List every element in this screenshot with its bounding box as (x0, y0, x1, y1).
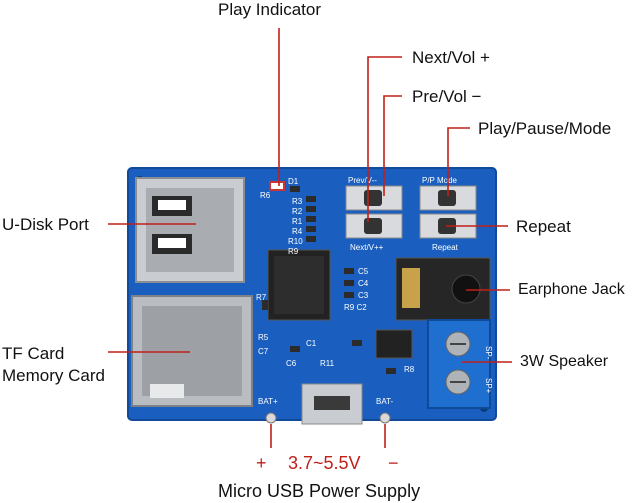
decoder-chip (267, 249, 331, 321)
play-led (269, 181, 285, 191)
micro-usb-port (301, 383, 363, 425)
label-play-indicator: Play Indicator (218, 0, 321, 19)
silk-next-vol: Next/V++ (350, 243, 384, 252)
silk-r9c2: R9 C2 (344, 303, 367, 312)
silk-r8: R8 (404, 365, 415, 374)
label-3w-speaker: 3W Speaker (520, 353, 609, 370)
silk-c1: C1 (306, 339, 317, 348)
bat-plus-pad (265, 412, 277, 424)
silk-pp-mode: P/P Mode (422, 176, 458, 185)
label-next-vol: Next/Vol + (412, 48, 490, 67)
button-prev (345, 185, 403, 211)
label-tf-card: TF Card (2, 344, 65, 363)
label-earphone-jack: Earphone Jack (518, 281, 625, 298)
silk-r10: R10 (288, 237, 303, 246)
silk-r1: R1 (292, 217, 303, 226)
label-plus: + (256, 453, 267, 473)
label-repeat: Repeat (516, 217, 571, 236)
label-u-disk-port: U-Disk Port (2, 215, 89, 234)
leader-pre-vol (383, 95, 402, 196)
silk-r7: R7 (256, 293, 267, 302)
silk-r9: R9 (288, 247, 299, 256)
leader-next-vol (367, 56, 402, 222)
usb-port (135, 177, 245, 283)
silk-r5: R5 (258, 333, 269, 342)
label-micro-usb: Micro USB Power Supply (218, 481, 421, 501)
silk-c7: C7 (258, 347, 269, 356)
button-next (345, 213, 403, 239)
silk-sp-minus: SP- (484, 346, 493, 360)
earphone-jack (395, 257, 491, 321)
silk-bat-minus: BAT- (376, 397, 394, 406)
silk-sp-plus: SP+ (484, 378, 493, 394)
silk-c6: C6 (286, 359, 297, 368)
smd-components (262, 186, 396, 374)
silk-r11: R11 (320, 359, 335, 368)
amplifier-chip (375, 329, 413, 359)
silk-repeat: Repeat (432, 243, 459, 252)
silk-d1: D1 (288, 177, 299, 186)
silk-r4: R4 (292, 227, 303, 236)
silk-c4: C4 (358, 279, 369, 288)
label-pre-vol: Pre/Vol − (412, 87, 482, 106)
label-minus: − (388, 453, 399, 473)
silk-r2: R2 (292, 207, 303, 216)
tf-card-slot (131, 295, 253, 407)
label-voltage: 3.7~5.5V (288, 453, 361, 473)
leader-play-pause (447, 127, 470, 196)
label-memory-card: Memory Card (2, 366, 105, 385)
bat-minus-pad (379, 412, 391, 424)
silk-prev-vol: Prev/V-- (348, 176, 377, 185)
label-play-pause-mode: Play/Pause/Mode (478, 119, 612, 138)
silk-bat-plus: BAT+ (258, 397, 278, 406)
silk-r3: R3 (292, 197, 303, 206)
silk-c5: C5 (358, 267, 369, 276)
silk-r6: R6 (260, 191, 271, 200)
speaker-terminal (427, 319, 491, 409)
silk-c3: C3 (358, 291, 369, 300)
